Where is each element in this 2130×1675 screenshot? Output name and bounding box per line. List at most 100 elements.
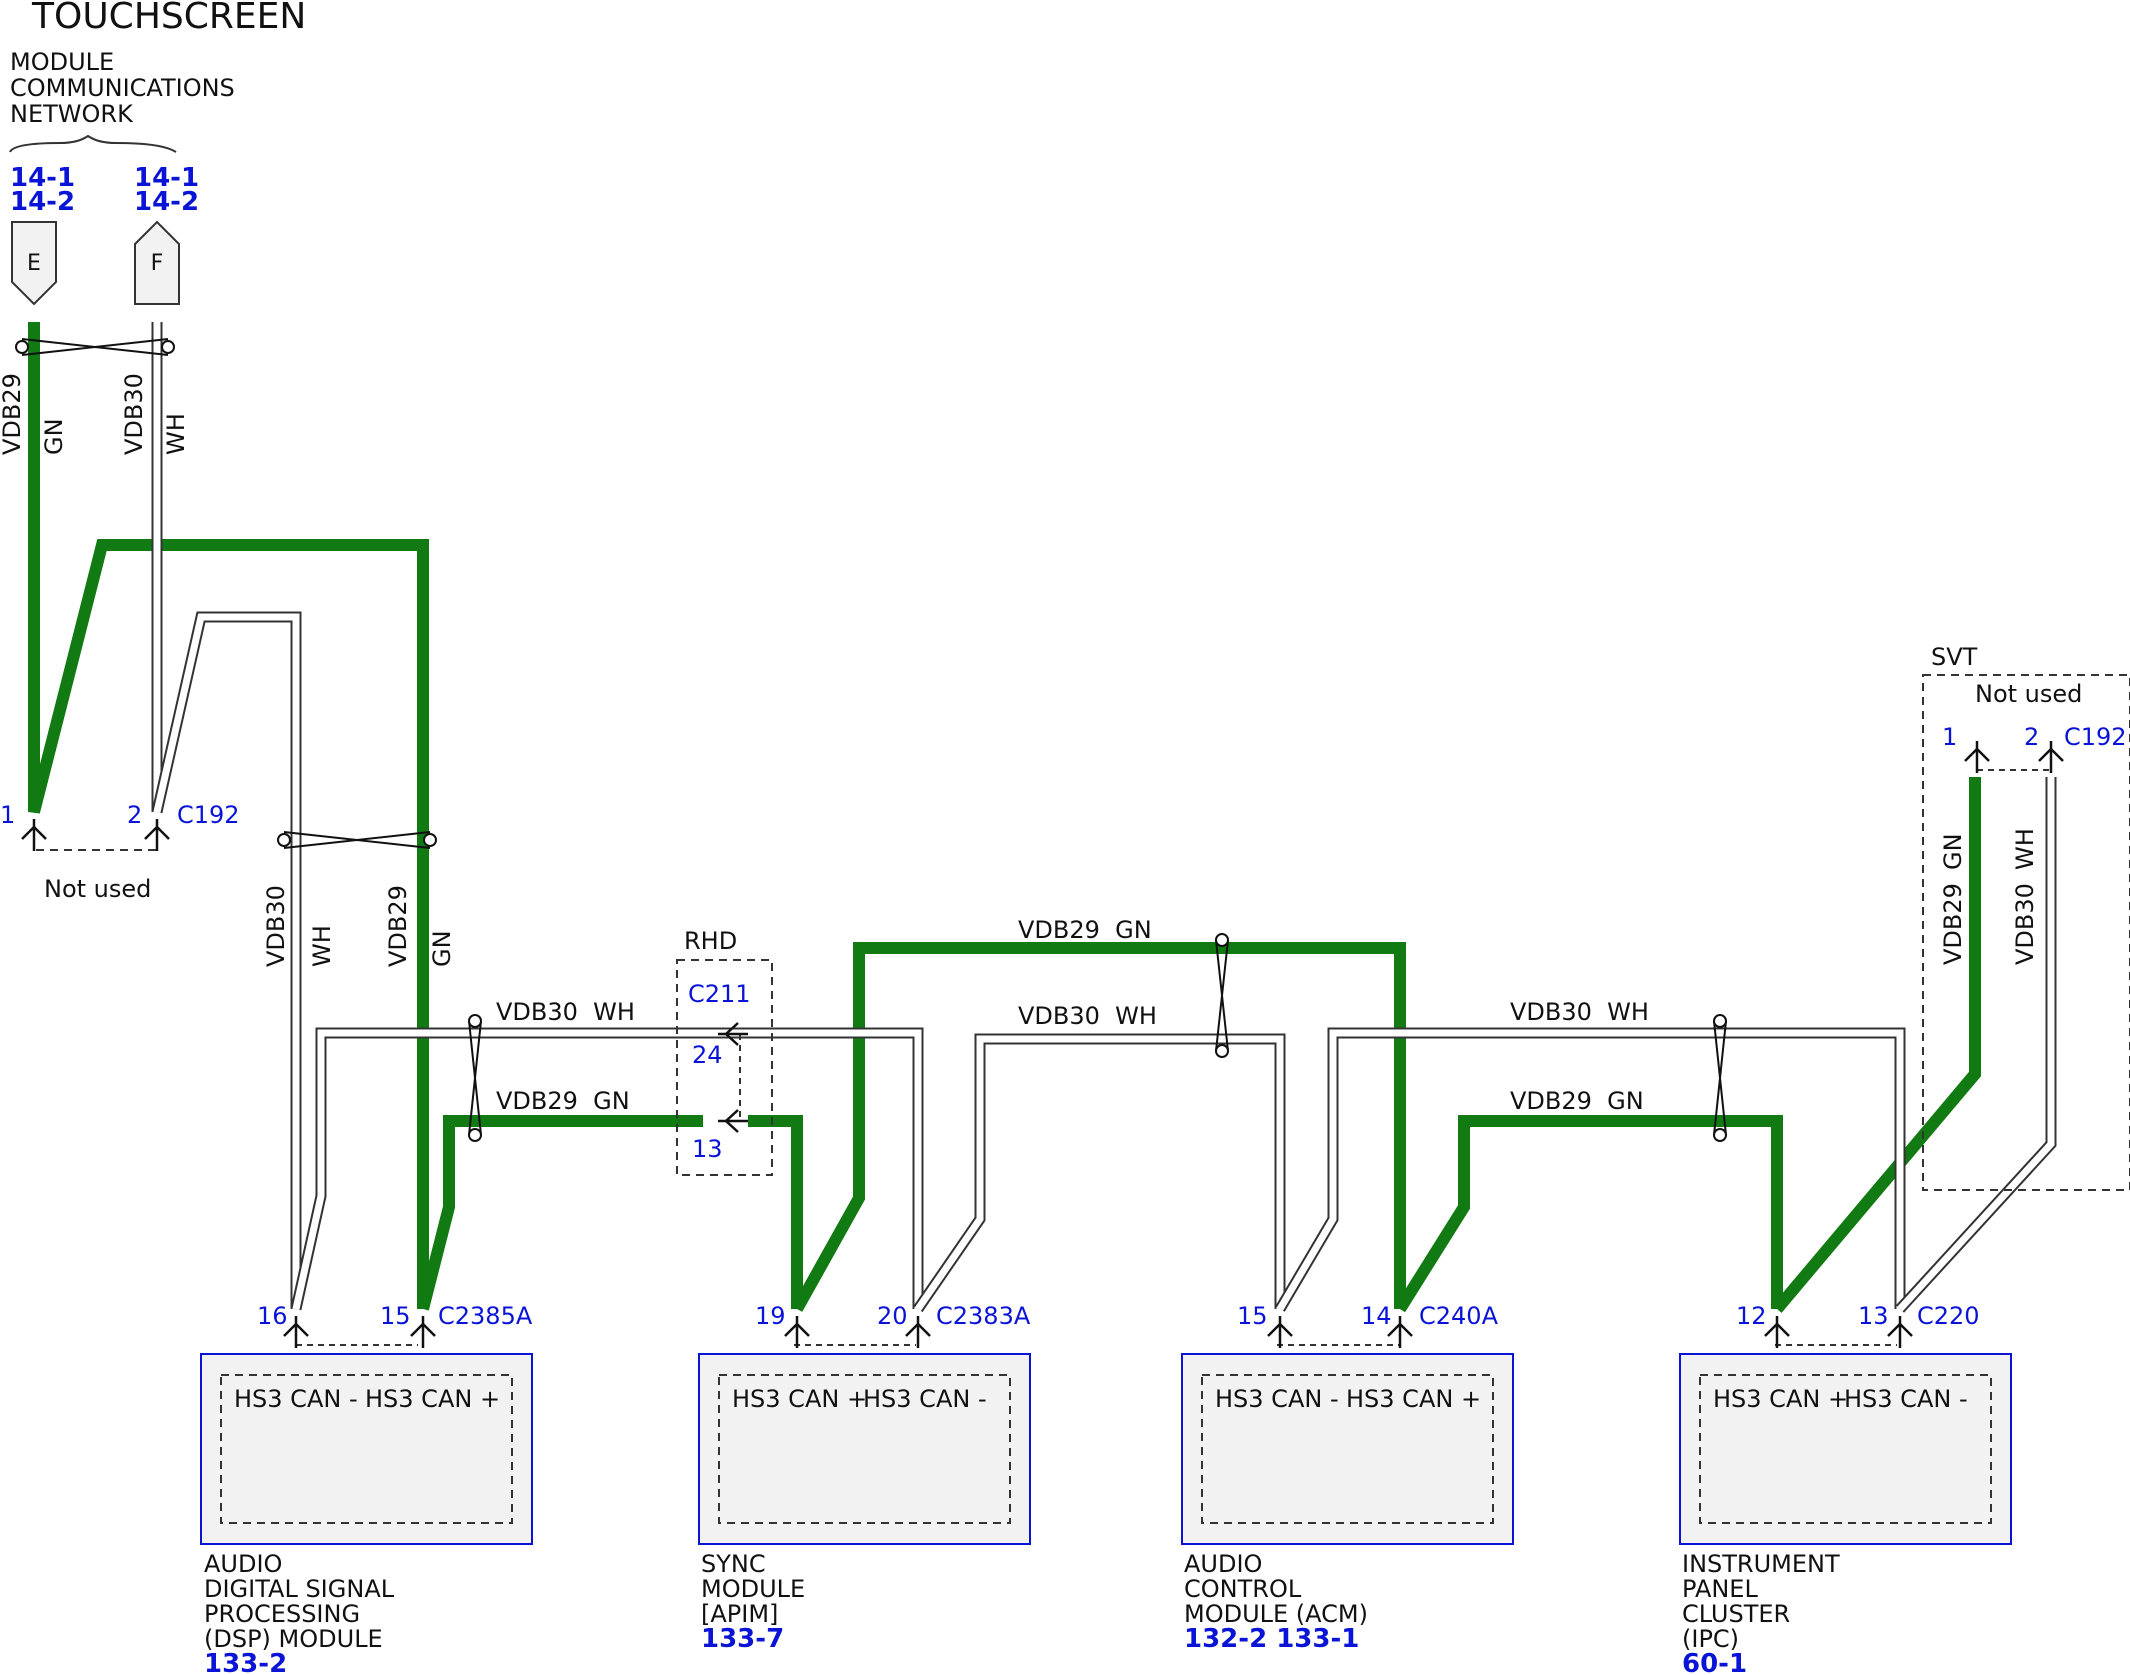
- twisted-pair-markers: [15, 338, 1727, 1142]
- twist-end: [423, 833, 437, 847]
- pin-arrow: [1964, 747, 1990, 762]
- wire-label-dsp-gn: GN: [428, 930, 456, 967]
- svt-pin-wh: 2: [2024, 723, 2039, 751]
- rhd-connector-name[interactable]: C211: [688, 980, 751, 1008]
- module-acm-name-2: CONTROL: [1184, 1575, 1302, 1603]
- module-dsp-inner-box: [220, 1374, 513, 1524]
- module-ipc-name-4: (IPC): [1682, 1625, 1739, 1653]
- gn-wire-segment: [791, 942, 1406, 1312]
- wire-label-top-gn: GN: [40, 418, 68, 455]
- pin-terminal-icon: [144, 819, 170, 851]
- pin-arrow: [1387, 1322, 1413, 1337]
- twist-end: [1215, 1044, 1229, 1058]
- module-acm-pin-left: 15: [1237, 1302, 1268, 1330]
- network-ref-e-1[interactable]: 14-1: [10, 163, 75, 193]
- module-ipc-name-1: INSTRUMENT: [1682, 1550, 1840, 1578]
- connector-pins: [21, 741, 2064, 1348]
- wh-wire-fill: [723, 1029, 922, 1309]
- module-dsp[interactable]: HS3 CAN - HS3 CAN + 16 15 C2385A AUDIO D…: [200, 1302, 533, 1675]
- connector-e-label: E: [27, 251, 41, 276]
- twist-end: [468, 1128, 482, 1142]
- module-acm-box: [1181, 1353, 1514, 1545]
- pin-terminal-icon: [718, 1022, 748, 1046]
- connector-e-icon: [11, 221, 57, 306]
- module-ipc[interactable]: HS3 CAN + HS3 CAN - 12 13 C220 INSTRUMEN…: [1679, 1302, 2012, 1675]
- gn-wire-segment: [1394, 1115, 1783, 1313]
- pin-arrow: [2038, 747, 2064, 762]
- twist-end: [161, 340, 175, 354]
- rhd-connector-box: [676, 959, 773, 1176]
- module-acm-connector[interactable]: C240A: [1419, 1302, 1499, 1330]
- pin-arrow: [1267, 1322, 1293, 1337]
- module-ipc-pin-left: 12: [1736, 1302, 1767, 1330]
- module-sync-connector[interactable]: C2383A: [936, 1302, 1031, 1330]
- module-dsp-pin-left: 16: [257, 1302, 288, 1330]
- twist-end: [277, 833, 291, 847]
- svt-connector-box: [1922, 674, 2130, 1191]
- pin-arrow: [724, 1022, 739, 1046]
- wh-wire-outline: [913, 1033, 1286, 1313]
- module-acm-ref[interactable]: 132-2 133-1: [1184, 1624, 1359, 1654]
- module-sync-ref[interactable]: 133-7: [701, 1624, 784, 1654]
- module-acm[interactable]: HS3 CAN - HS3 CAN + 15 14 C240A AUDIO CO…: [1181, 1302, 1514, 1654]
- gn-wire-segment: [1772, 777, 1981, 1313]
- twist-lines: [468, 1020, 482, 1136]
- pin-arrow: [144, 825, 170, 840]
- module-sync[interactable]: HS3 CAN + HS3 CAN - 19 20 C2383A SYNC MO…: [698, 1302, 1031, 1654]
- gn-wire-segment: [748, 1115, 803, 1309]
- twist-end: [15, 340, 29, 354]
- module-ipc-ref[interactable]: 60-1: [1682, 1649, 1747, 1675]
- module-dsp-connector[interactable]: C2385A: [438, 1302, 533, 1330]
- module-sync-pin-left: 19: [755, 1302, 786, 1330]
- twist-end: [1713, 1128, 1727, 1142]
- pin-arrow: [21, 825, 47, 840]
- svt-connector-name[interactable]: C192: [2064, 723, 2127, 751]
- twist-lines: [1713, 1020, 1727, 1136]
- twist-end: [468, 1014, 482, 1028]
- pin-terminal-icon: [718, 1109, 748, 1133]
- module-sync-inner-box: [718, 1374, 1011, 1524]
- wire-label-h-vdb30-2: VDB30 WH: [1018, 1002, 1157, 1030]
- network-ref-e-2[interactable]: 14-2: [10, 187, 75, 217]
- module-acm-inner-box: [1201, 1374, 1494, 1524]
- module-dsp-ref[interactable]: 133-2: [204, 1649, 287, 1675]
- twist-lines: [283, 831, 431, 849]
- module-dsp-name-4: (DSP) MODULE: [204, 1625, 383, 1653]
- module-sync-name-1: SYNC: [701, 1550, 766, 1578]
- wire-label-h-vdb29-2: VDB29 GN: [1018, 916, 1152, 944]
- module-acm-signal-right: HS3 CAN +: [1346, 1385, 1481, 1413]
- network-ref-f-2[interactable]: 14-2: [134, 187, 199, 217]
- pin-terminal-icon: [21, 819, 47, 851]
- module-dsp-name-2: DIGITAL SIGNAL: [204, 1575, 395, 1603]
- network-ref-f-1[interactable]: 14-1: [134, 163, 199, 193]
- twist-marker-icon: [1215, 933, 1229, 1058]
- wire-label-dsp-vdb29: VDB29: [384, 885, 412, 967]
- wire-label-top-wh: WH: [162, 413, 190, 455]
- module-ipc-connector[interactable]: C220: [1917, 1302, 1980, 1330]
- wire-label-h-vdb29-3: VDB29 GN: [1510, 1087, 1644, 1115]
- wire-label-h-vdb30-3: VDB30 WH: [1510, 998, 1649, 1026]
- wh-wire-fill: [1897, 777, 2055, 1312]
- touchscreen-connector-name[interactable]: C192: [177, 801, 240, 829]
- twist-lines: [1215, 939, 1229, 1052]
- wire-label-svt-wh: WH: [2011, 828, 2039, 870]
- wire-label-top-vdb29: VDB29: [0, 373, 26, 455]
- module-ipc-name-2: PANEL: [1682, 1575, 1758, 1603]
- rhd-pin-bottom: 13: [692, 1135, 723, 1163]
- module-sync-pin-right: 20: [877, 1302, 908, 1330]
- pin-terminal-icon: [1267, 1316, 1293, 1348]
- twist-end: [1215, 933, 1229, 947]
- touchscreen-not-used: Not used: [44, 875, 151, 903]
- network-label-line-2: COMMUNICATIONS: [10, 74, 235, 102]
- wh-wire-fill: [153, 613, 300, 1309]
- pin-arrow: [410, 1322, 436, 1337]
- network-label-line-1: MODULE: [10, 48, 114, 76]
- rhd-label: RHD: [684, 927, 737, 955]
- wire-label-top-vdb30: VDB30: [120, 373, 148, 455]
- module-dsp-signal-left: HS3 CAN -: [234, 1385, 358, 1413]
- module-dsp-box: [200, 1353, 533, 1545]
- wh-wire-fill: [915, 1035, 1284, 1311]
- touchscreen-pin-gn: 1: [0, 801, 15, 829]
- wire-label-svt-vdb29: VDB29: [1939, 883, 1967, 965]
